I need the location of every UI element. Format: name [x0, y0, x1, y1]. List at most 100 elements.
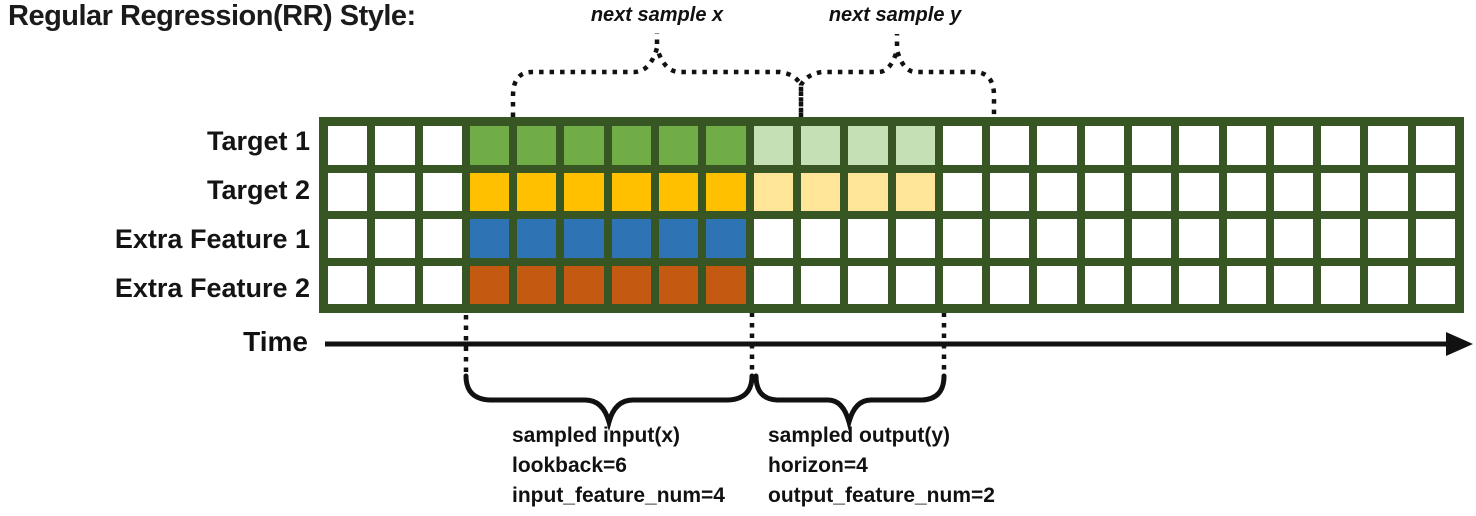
next-sample-x-label: next sample x: [590, 4, 724, 26]
grid-cell: [564, 172, 604, 211]
grid-cell: [659, 172, 699, 211]
grid-cell: [1084, 219, 1124, 258]
grid-cell: [328, 172, 368, 211]
grid-cell: [517, 172, 557, 211]
grid-cell: [990, 265, 1030, 304]
grid-cell: [1368, 126, 1408, 165]
grid-cell: [1131, 126, 1172, 165]
grid-cell: [1084, 172, 1124, 211]
grid-cell: [990, 172, 1030, 211]
grid-cell: [1321, 219, 1361, 258]
grid-cell: [422, 172, 462, 211]
sampled-output-brace: [753, 373, 947, 432]
grid-cell: [753, 219, 793, 258]
grid-cell: [422, 265, 462, 304]
grid-cell: [1273, 126, 1314, 165]
grid-cell: [800, 126, 841, 165]
sampled-input-info: sampled input(x) lookback=6 input_featur…: [512, 421, 725, 511]
grid-cell: [895, 219, 935, 258]
output-feature-num-value: output_feature_num=2: [768, 484, 995, 507]
grid-cell: [753, 126, 793, 165]
sampled-output-title: sampled output(y): [768, 424, 950, 447]
grid-cell: [1273, 172, 1314, 211]
grid-cell: [564, 219, 604, 258]
grid-cell: [469, 265, 510, 304]
grid-cell: [328, 219, 368, 258]
grid-cell: [990, 126, 1030, 165]
grid-cell: [848, 172, 888, 211]
sample-grid: [319, 117, 1464, 313]
grid-cell: [1084, 265, 1124, 304]
grid-cell: [659, 265, 699, 304]
grid-cell: [517, 219, 557, 258]
grid-cell: [564, 265, 604, 304]
grid-cell: [517, 265, 557, 304]
grid-cell: [564, 126, 604, 165]
grid-cell: [517, 126, 557, 165]
sampled-input-brace: [463, 373, 755, 432]
grid-cell: [1415, 172, 1455, 211]
grid-cell: [611, 219, 652, 258]
lookback-value: lookback=6: [512, 454, 627, 477]
next-sample-y-brace: [798, 41, 997, 117]
grid-cell: [469, 126, 510, 165]
time-axis-arrow: [1446, 332, 1473, 356]
grid-cell: [469, 219, 510, 258]
grid-cell: [942, 265, 983, 304]
next-sample-x-brace: [510, 39, 804, 117]
grid-cell: [659, 126, 699, 165]
next-sample-y-label: next sample y: [828, 4, 962, 26]
grid-cell: [706, 219, 746, 258]
grid-cell: [1415, 219, 1455, 258]
grid-cell: [469, 172, 510, 211]
grid-cell: [895, 265, 935, 304]
row-label: Target 1: [206, 126, 310, 156]
grid-cell: [611, 172, 652, 211]
grid-cell: [1368, 219, 1408, 258]
grid-cell: [848, 219, 888, 258]
grid-cell: [942, 219, 983, 258]
grid-cell: [659, 219, 699, 258]
horizon-value: horizon=4: [768, 454, 868, 477]
grid-cell: [1273, 219, 1314, 258]
grid-cell: [1368, 172, 1408, 211]
grid-cell: [375, 265, 415, 304]
row-label: Target 2: [206, 175, 310, 205]
page-title: Regular Regression(RR) Style:: [8, 0, 416, 32]
grid-cell: [1037, 265, 1077, 304]
grid-cell: [1415, 126, 1455, 165]
grid-cell: [422, 219, 462, 258]
grid-cell: [1084, 126, 1124, 165]
grid-cell: [375, 172, 415, 211]
grid-cell: [611, 265, 652, 304]
grid-cell: [895, 172, 935, 211]
grid-cell: [328, 265, 368, 304]
grid-cell: [1226, 219, 1266, 258]
grid-cell: [422, 126, 462, 165]
input-feature-num-value: input_feature_num=4: [512, 484, 725, 507]
grid-cell: [1226, 265, 1266, 304]
grid-cell: [942, 172, 983, 211]
sampled-output-info: sampled output(y) horizon=4 output_featu…: [768, 421, 995, 511]
grid-cell: [328, 126, 368, 165]
grid-cell: [1179, 219, 1219, 258]
grid-cell: [1226, 126, 1266, 165]
grid-cell: [1179, 126, 1219, 165]
grid-cell: [375, 219, 415, 258]
grid-cell: [942, 126, 983, 165]
grid-cell: [1368, 265, 1408, 304]
grid-cell: [800, 265, 841, 304]
grid-cell: [611, 126, 652, 165]
grid-cell: [800, 172, 841, 211]
grid-cell: [1037, 219, 1077, 258]
grid-cell: [1037, 172, 1077, 211]
grid-cell: [706, 172, 746, 211]
grid-cell: [1179, 172, 1219, 211]
row-label: Extra Feature 1: [114, 224, 310, 254]
sampled-input-title: sampled input(x): [512, 424, 681, 447]
grid-cell: [1321, 126, 1361, 165]
time-axis-label: Time: [243, 326, 308, 357]
grid-cell: [1226, 172, 1266, 211]
